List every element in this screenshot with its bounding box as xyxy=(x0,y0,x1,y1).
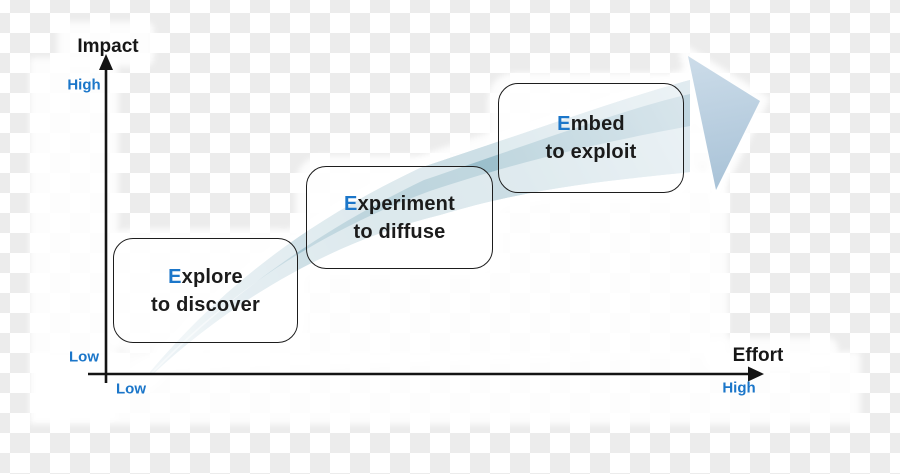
y-axis-low-label: Low xyxy=(69,348,99,366)
stage-line1-rest: xperiment xyxy=(357,192,455,215)
stage-line2: to exploit xyxy=(545,141,637,163)
x-axis-title: Effort xyxy=(732,345,784,366)
stage-box-explore: Explore to discover xyxy=(113,238,298,343)
x-axis-high-label: High xyxy=(722,379,756,397)
stage-lead-letter: E xyxy=(557,113,571,135)
x-axis-low-label: Low xyxy=(116,380,146,398)
stage-line2: to discover xyxy=(151,293,260,316)
stage-line1-rest: mbed xyxy=(570,113,625,135)
x-axis-arrowhead-icon xyxy=(748,366,764,382)
stage-line2: to diffuse xyxy=(353,220,446,243)
stage-line1: Embed xyxy=(557,110,625,138)
stage-line1: Explore xyxy=(168,263,243,291)
stage-box-embed: Embed to exploit xyxy=(498,83,684,193)
stage-line1-rest: xplore xyxy=(181,265,243,288)
growth-arrow-head-icon xyxy=(688,56,760,190)
stage-lead-letter: E xyxy=(344,192,358,215)
stage-lead-letter: E xyxy=(168,265,182,288)
y-axis-title: Impact xyxy=(77,36,139,57)
growth-arrow-band xyxy=(150,80,690,375)
y-axis-high-label: High xyxy=(67,76,101,94)
y-axis-arrowhead-icon xyxy=(99,54,113,70)
stage-line1: Experiment xyxy=(344,190,455,218)
stage-box-experiment: Experiment to diffuse xyxy=(306,166,493,269)
growth-arrow-band-fade xyxy=(151,126,690,375)
